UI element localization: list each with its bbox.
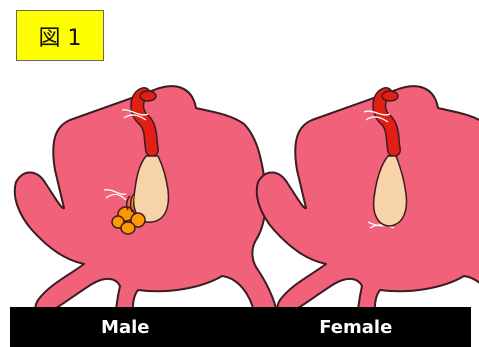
male-label-text: Male [101,317,149,338]
female-label-text: Female [319,317,392,338]
female-label: Female [241,307,472,347]
male-label: Male [10,307,241,347]
label-bar: Male Female [10,307,471,347]
